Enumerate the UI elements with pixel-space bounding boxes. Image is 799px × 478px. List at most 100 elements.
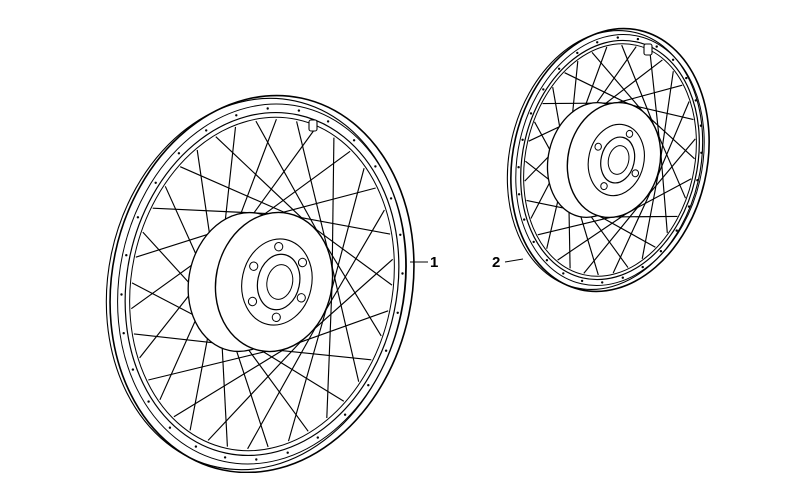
rim-nipple-dot — [685, 76, 688, 80]
spoke-line — [537, 216, 611, 236]
spoke-line — [331, 137, 335, 270]
valve-stem — [308, 119, 318, 132]
spoke-line — [631, 178, 692, 212]
rim-nipple-dot — [641, 265, 644, 269]
rim-nipple-dot — [384, 349, 388, 352]
rim-nipple-dot — [147, 400, 150, 403]
rim-flange-line — [124, 111, 400, 457]
callout-label-2: 2 — [492, 254, 501, 271]
spoke-line — [659, 71, 674, 162]
spoke-line — [255, 120, 319, 232]
rim-nipple-dot — [616, 36, 619, 39]
spoke-line — [646, 114, 695, 160]
rim-nipple-dot — [286, 451, 289, 454]
spoke-line — [621, 44, 655, 125]
rim-nipple-dot — [545, 259, 549, 262]
rim-inner-line — [129, 116, 395, 452]
spoke-line — [591, 52, 644, 112]
spoke-line — [599, 215, 656, 248]
rim-nipple-dot — [687, 205, 691, 208]
spoke-line — [314, 227, 393, 286]
spoke-line — [331, 264, 360, 382]
hub-bolt-hole — [625, 129, 634, 138]
spoke-line — [281, 187, 376, 214]
rim-nipple-dot — [297, 109, 301, 112]
wheel-1-drawing — [105, 94, 415, 474]
spoke-line — [325, 244, 382, 337]
hub-bolt-hole — [271, 312, 281, 322]
hub-bolt-hole — [274, 242, 284, 252]
hub-bolt-hole — [297, 257, 308, 268]
tire-back-edge — [105, 97, 407, 471]
rim-nipple-dot — [557, 67, 561, 71]
hub-bolt-hole — [247, 296, 258, 307]
callout-label-1: 1 — [430, 254, 439, 271]
spoke-line — [583, 202, 642, 274]
hub-bolt-hole — [631, 169, 640, 178]
rim-nipple-dot — [205, 129, 208, 132]
spoke-line — [564, 72, 629, 105]
spoke-line — [641, 168, 660, 260]
rim-nipple-dot — [517, 193, 521, 196]
spoke-line — [179, 166, 287, 214]
rim-nipple-dot — [694, 99, 697, 102]
spoke-line — [557, 213, 627, 261]
rim-nipple-dot — [601, 281, 604, 284]
rim-nipple-dot — [194, 445, 198, 448]
spoke-line — [312, 258, 394, 331]
rim-nipple-dot — [131, 368, 135, 371]
rim-nipple-dot — [596, 41, 599, 44]
rim-nipple-dot — [636, 37, 640, 41]
spoke-line — [261, 350, 345, 402]
spoke-line — [215, 136, 304, 220]
rim-nipple-dot — [396, 311, 399, 314]
valve-stem — [643, 43, 653, 56]
rim-nipple-dot — [517, 166, 520, 169]
rim-nipple-dot — [352, 139, 356, 142]
rim-nipple-dot — [542, 88, 545, 91]
rim-nipple-dot — [177, 152, 181, 155]
rim-nipple-dot — [235, 114, 238, 117]
spoke-line — [644, 138, 696, 199]
rim-outer-line — [515, 34, 705, 286]
rim-nipple-dot — [699, 124, 703, 127]
spoke-line — [173, 348, 285, 418]
spoke-line — [612, 187, 653, 274]
rim-nipple-dot — [120, 293, 123, 296]
rim-nipple-dot — [576, 51, 579, 55]
rim-nipple-dot — [580, 279, 584, 283]
spoke-line — [330, 168, 365, 292]
rim-nipple-dot — [529, 112, 533, 115]
spoke-line — [655, 129, 687, 199]
rim-nipple-dot — [700, 151, 703, 154]
rim-nipple-dot — [671, 58, 675, 61]
rim-nipple-dot — [125, 254, 128, 257]
rim-nipple-dot — [374, 165, 377, 168]
spoke-line — [207, 340, 303, 441]
rim-nipple-dot — [316, 436, 319, 439]
rim-nipple-dot — [621, 276, 624, 279]
spoke-line — [324, 209, 385, 313]
spoke-line — [297, 310, 389, 344]
spoke-line — [247, 325, 317, 450]
tire-back-edge — [506, 30, 704, 290]
spoke-line — [287, 307, 328, 442]
rim-nipple-dot — [521, 138, 524, 141]
rim-nipple-dot — [255, 458, 258, 461]
rim-flange-line — [520, 39, 700, 281]
spoke-line — [649, 51, 661, 143]
hub-bolt-hole — [296, 293, 306, 303]
rim-inner-line — [523, 43, 697, 277]
hub-axle-hole — [266, 264, 294, 300]
rim-nipple-dot — [532, 240, 535, 244]
spoke-line — [633, 105, 694, 121]
rim-nipple-dot — [326, 120, 330, 123]
rim-outer-line — [117, 103, 407, 465]
rim-nipple-dot — [367, 384, 370, 387]
rim-nipple-dot — [696, 179, 699, 182]
spoke-line — [659, 148, 668, 233]
rim-nipple-dot — [562, 272, 565, 275]
spoke-line — [148, 350, 267, 381]
